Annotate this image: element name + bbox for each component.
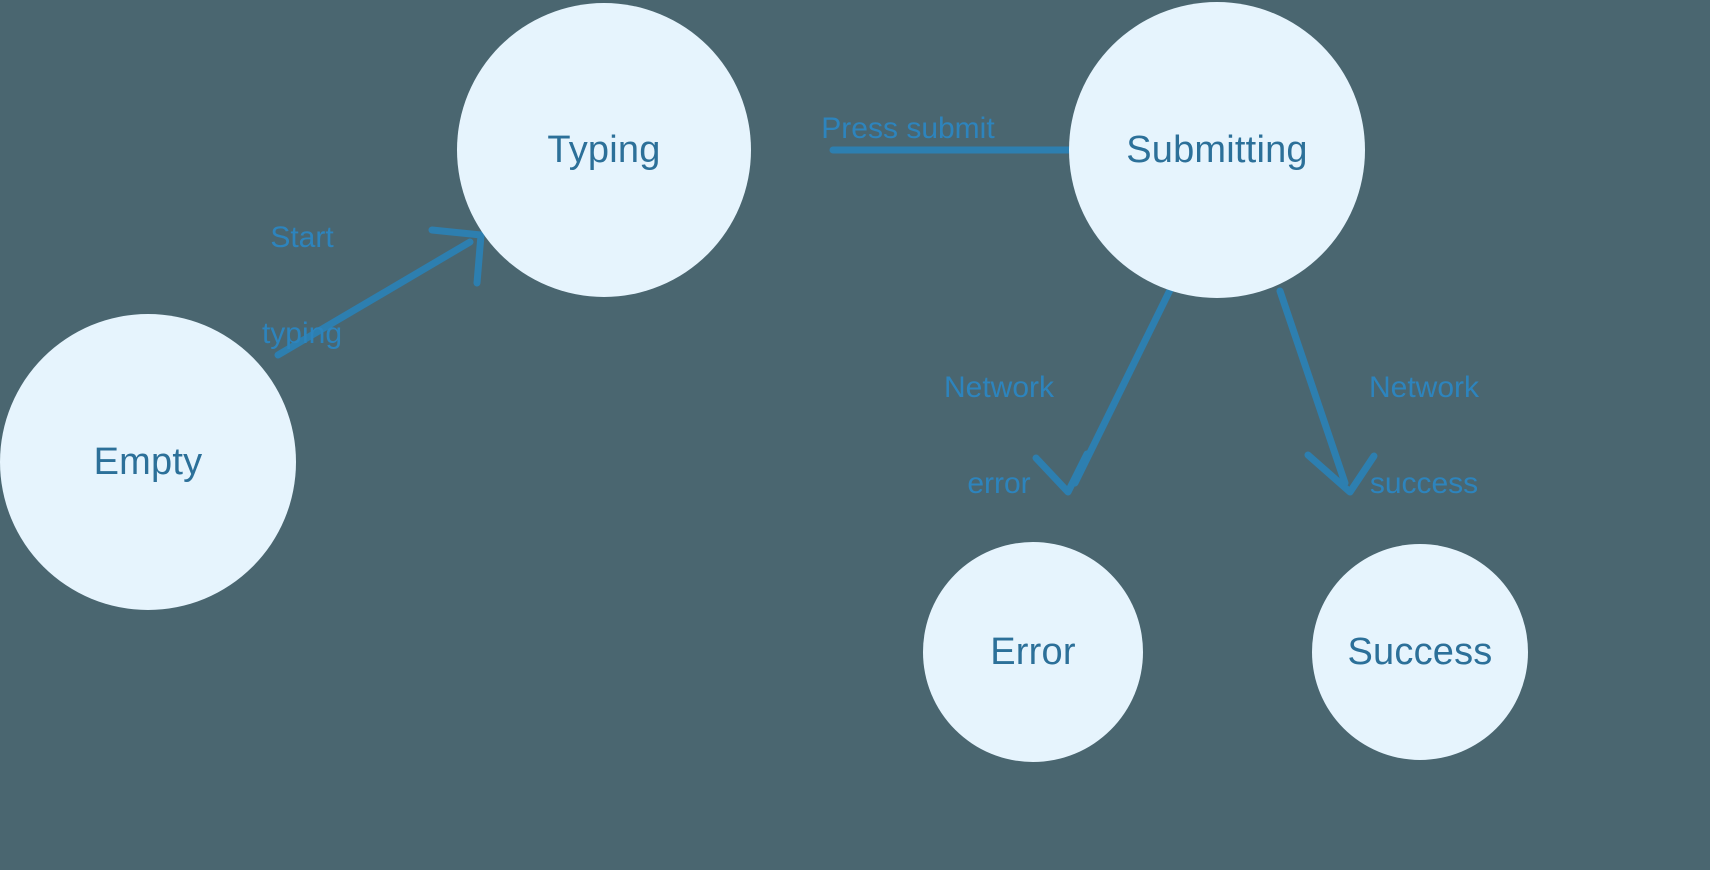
state-node-success-label: Success	[1347, 631, 1493, 673]
edge-label-network-error: Network error	[905, 316, 1093, 556]
edge-start-typing-arrowhead	[428, 226, 485, 287]
state-node-submitting-label: Submitting	[1126, 129, 1308, 171]
state-node-typing[interactable]: Typing	[457, 3, 751, 297]
edge-label-network-success: Network success	[1335, 316, 1513, 556]
edge-label-press-submit-line1: Press submit	[821, 112, 995, 145]
edge-label-press-submit: Press submit	[795, 57, 1021, 201]
edge-label-start-typing-line2: typing	[261, 317, 343, 350]
state-node-typing-label: Typing	[547, 129, 661, 171]
state-node-error[interactable]: Error	[923, 542, 1143, 762]
state-node-success[interactable]: Success	[1312, 544, 1528, 760]
state-node-empty-label: Empty	[93, 441, 203, 483]
edge-label-network-success-line1: Network	[1368, 371, 1480, 404]
edge-label-start-typing-line1: Start	[270, 221, 334, 254]
edge-label-network-error-line1: Network	[943, 371, 1055, 404]
state-node-error-label: Error	[990, 631, 1076, 673]
state-node-empty[interactable]: Empty	[0, 314, 296, 610]
edge-label-start-typing: Start typing	[216, 166, 388, 406]
edge-label-network-error-line2: error	[967, 467, 1031, 500]
edge-label-network-success-line2: success	[1369, 467, 1479, 500]
state-node-submitting[interactable]: Submitting	[1069, 2, 1365, 298]
